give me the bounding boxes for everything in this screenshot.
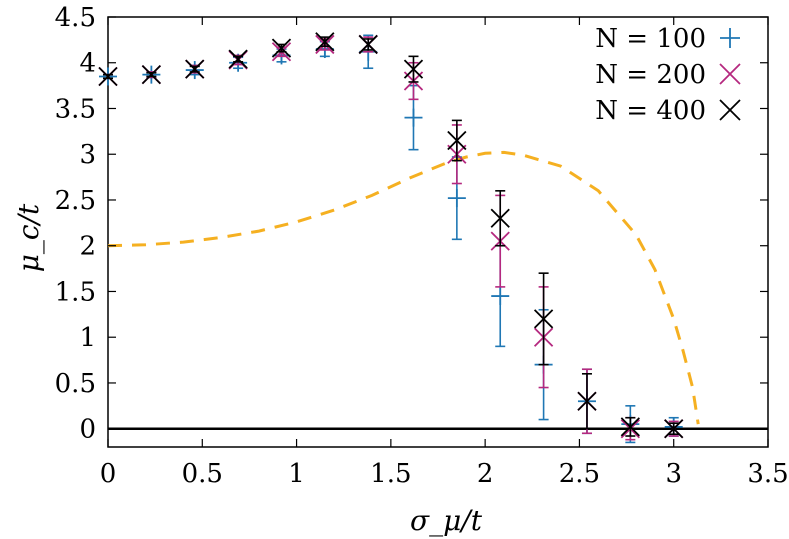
legend-marker [719, 99, 741, 121]
x-tick-label: 0 [100, 459, 117, 489]
series-layer [98, 32, 684, 444]
series-3 [98, 32, 684, 439]
data-point [98, 66, 118, 87]
y-tick-label: 3 [79, 140, 96, 170]
data-point [141, 65, 162, 85]
x-marker-b [228, 49, 248, 69]
x-axis-label: σ_μ/t [410, 504, 483, 537]
x-marker-b [141, 65, 162, 85]
legend-label: N = 400 [595, 96, 706, 126]
reference-curve-layer [107, 150, 700, 425]
x-marker-b [403, 59, 424, 79]
x-tick-label: 3.5 [747, 459, 788, 489]
data-point [490, 208, 510, 228]
x-tick-label: 0.5 [182, 459, 223, 489]
data-point [620, 417, 640, 437]
x-marker-b [447, 130, 467, 151]
x-marker-b [271, 38, 292, 58]
x-marker-b [719, 99, 741, 121]
data-point [358, 34, 378, 55]
x-tick-label: 2 [477, 459, 494, 489]
y-tick-label: 1.5 [55, 277, 96, 307]
data-point [403, 59, 424, 79]
data-point [315, 32, 335, 52]
x-marker-b [315, 32, 335, 52]
y-axis-label: μ_c/t [12, 203, 45, 272]
x-marker-b [185, 59, 205, 79]
plot-frame [107, 16, 769, 448]
x-tick-label: 2.5 [559, 459, 600, 489]
reference-curve [107, 150, 700, 425]
data-point [664, 419, 684, 439]
y-tick-label: 2 [79, 232, 96, 262]
y-tick-label: 4 [79, 49, 96, 79]
data-point [185, 59, 205, 79]
x-marker-b [98, 66, 118, 87]
legend-label: N = 100 [595, 24, 706, 54]
y-tick-label: 4.5 [55, 3, 96, 33]
data-point [533, 309, 554, 329]
y-tick-label: 1 [79, 323, 96, 353]
legend-label: N = 200 [595, 60, 706, 90]
data-point [271, 38, 292, 58]
data-point [577, 391, 597, 411]
x-tick-label: 3 [665, 459, 682, 489]
x-marker-b [719, 63, 741, 85]
y-tick-label: 2.5 [55, 186, 96, 216]
axes-frame [107, 16, 769, 448]
y-tick-label: 3.5 [55, 94, 96, 124]
legend-marker [719, 63, 741, 85]
legend: N = 100 N = 200 N = 400 [595, 24, 741, 126]
data-point [447, 189, 466, 208]
x-marker-b [490, 208, 510, 228]
x-marker-b [358, 34, 378, 55]
x-tick-label: 1.5 [370, 459, 411, 489]
x-marker-b [533, 309, 554, 329]
x-marker-b [577, 391, 597, 411]
data-point [228, 49, 248, 69]
legend-marker [720, 28, 740, 48]
data-point [491, 287, 510, 306]
x-marker-b [620, 417, 640, 437]
y-tick-label: 0.5 [55, 369, 96, 399]
ticks-layer: 0 0.5 1 1.5 2 2.5 3 3.5 0 0.5 1 1.5 2 2.5 3 3.5 4 4.5 [55, 3, 789, 489]
x-marker-b [664, 419, 684, 439]
data-point [404, 108, 423, 127]
data-point [447, 130, 467, 151]
x-tick-label: 1 [288, 459, 305, 489]
y-tick-label: 0 [79, 415, 96, 445]
